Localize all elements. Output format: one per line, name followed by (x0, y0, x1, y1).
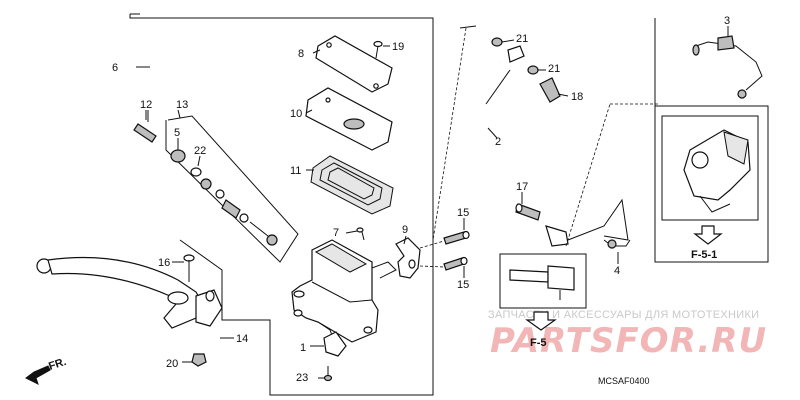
watermark-tagline: ЗАПЧАСТИ И АКСЕССУАРЫ ДЛЯ МОТОТЕХНИКИ (488, 309, 759, 321)
hose-bolt (515, 203, 541, 221)
front-direction-arrow: FR. (25, 356, 68, 385)
callout-14: 14 (236, 333, 248, 345)
piston-set-box (165, 115, 299, 263)
diaphragm (310, 155, 394, 215)
callout-19: 19 (392, 41, 404, 53)
callout-1: 1 (300, 342, 306, 354)
callout-17: 17 (516, 181, 528, 193)
diaphragm-plate (305, 87, 393, 151)
piston-parts (170, 149, 278, 246)
callout-11: 11 (290, 165, 301, 177)
holder-bolt-lower (443, 256, 468, 271)
master-cylinder-group-box (129, 13, 434, 396)
holder-bolt-upper (443, 230, 470, 245)
callout-3: 3 (724, 15, 730, 27)
ref-label-f5: F-5 (530, 337, 547, 349)
switch-screw (318, 366, 333, 382)
bolt-7 (345, 227, 365, 241)
callout-18: 18 (571, 91, 583, 103)
sealing-washer-lower (527, 65, 539, 75)
callout-7: 7 (333, 227, 339, 239)
callout-16: 16 (158, 257, 170, 269)
callout-15-lower: 15 (457, 279, 469, 291)
ref-arrow-f5 (525, 311, 557, 331)
callout-21-upper: 21 (516, 33, 528, 45)
cap-screw (373, 40, 388, 59)
callout-12: 12 (140, 99, 152, 111)
upper-brake-pipe (692, 28, 763, 99)
sealing-washer-upper (491, 37, 503, 47)
callout-20: 20 (166, 358, 178, 370)
master-cylinder-body (291, 239, 397, 353)
callout-5: 5 (174, 127, 180, 139)
callout-2: 2 (495, 136, 501, 148)
lever-pivot-nut (182, 353, 207, 367)
callout-15-upper: 15 (457, 207, 469, 219)
front-marker: FR. (47, 356, 68, 373)
callout-23: 23 (296, 372, 308, 384)
brake-pipe (567, 198, 631, 262)
callout-9: 9 (402, 224, 408, 236)
ref-detail-f5 (499, 253, 587, 309)
reservoir-cap (315, 35, 393, 93)
callout-labels: 1 2 3 4 5 6 7 8 9 10 11 12 13 14 15 15 1… (112, 15, 730, 384)
lever-pivot-bolt (172, 254, 195, 282)
watermark-logo: PARTSFOR.RU (490, 321, 767, 361)
brake-lever (36, 256, 223, 329)
callout-4: 4 (614, 265, 620, 277)
bleeder-valve (133, 110, 157, 143)
callout-8: 8 (298, 48, 304, 60)
callout-13: 13 (176, 99, 188, 111)
ref-box-f51 (654, 18, 769, 263)
leader-lines (147, 26, 729, 347)
callout-21-lower: 21 (548, 63, 560, 75)
watermark-logo-text: PARTSFOR.RU (490, 321, 767, 361)
ref-label-f51: F-5-1 (691, 249, 717, 261)
diagram-code: MCSAF0400 (598, 376, 650, 386)
ref-arrow-f51 (693, 225, 723, 245)
callout-10: 10 (290, 108, 302, 120)
holder-clamp (395, 237, 421, 279)
callout-22: 22 (194, 145, 206, 157)
oil-bolt (539, 77, 561, 103)
brake-hose (479, 45, 569, 247)
callout-6: 6 (112, 62, 118, 74)
